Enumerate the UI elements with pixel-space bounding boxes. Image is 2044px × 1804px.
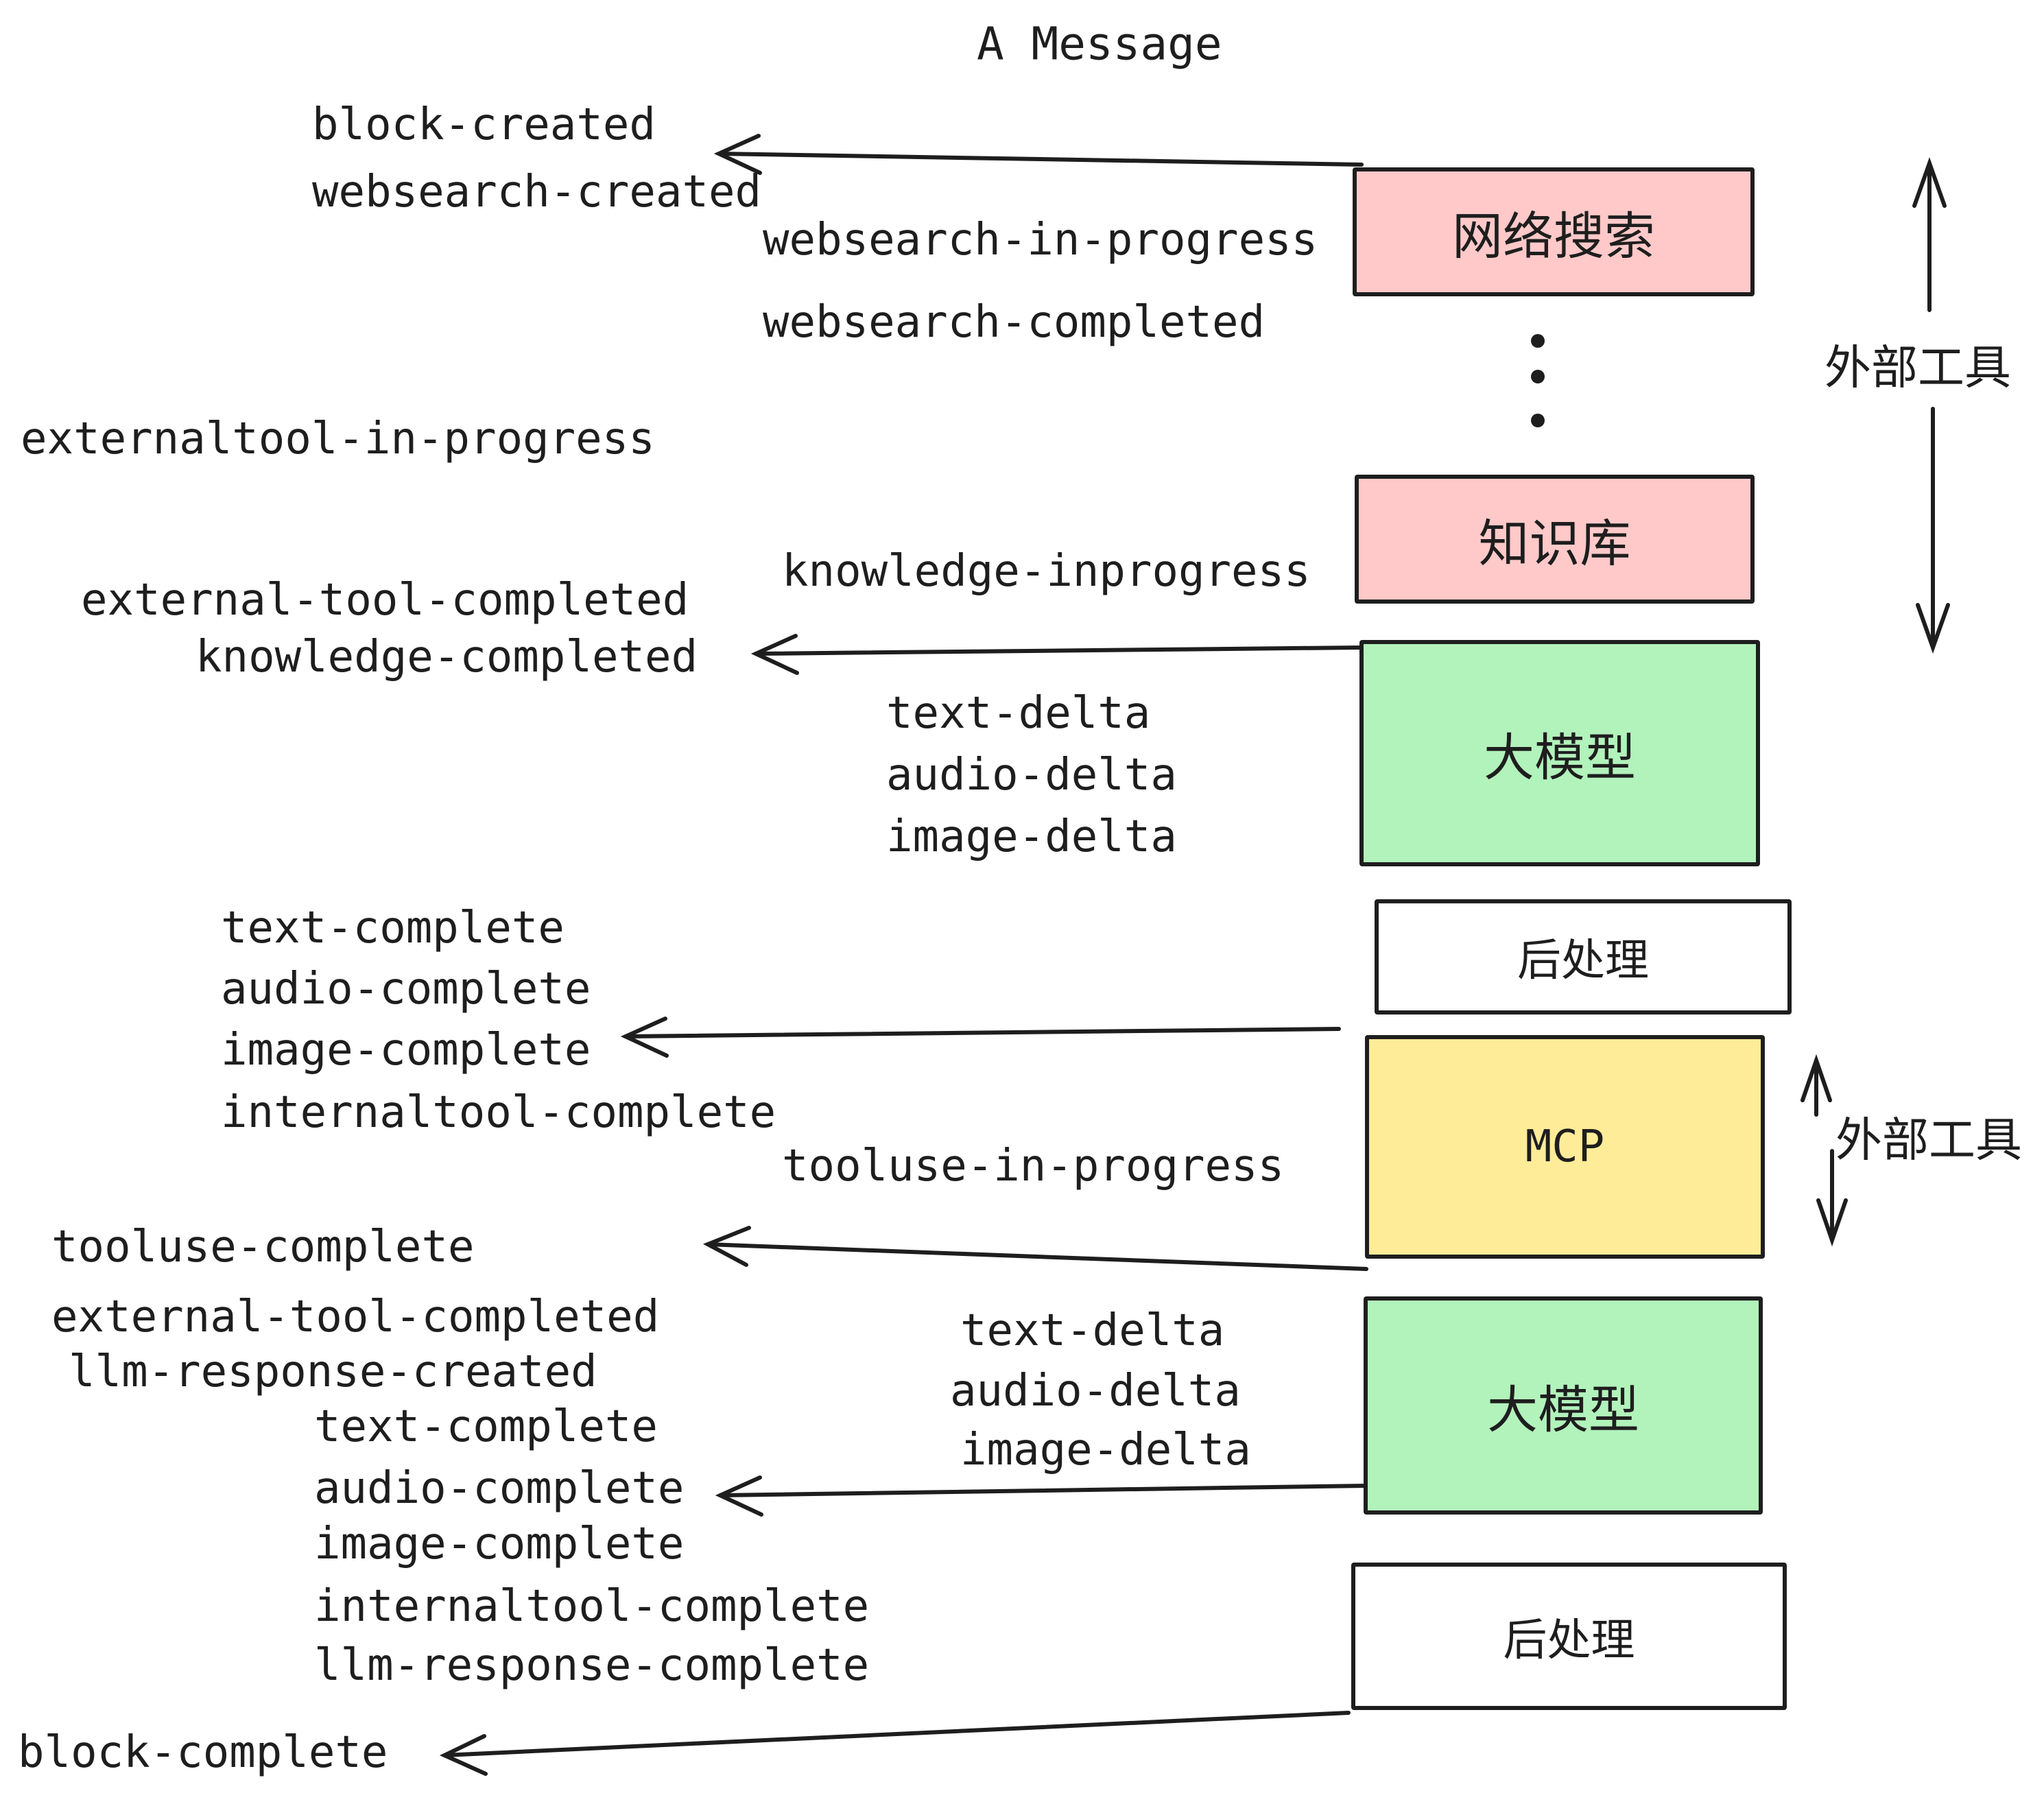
box-llm-1: 大模型 — [1359, 640, 1760, 866]
event-label-externaltool-in-progress: externaltool-in-progress — [21, 414, 655, 464]
event-label-block-created: block-created — [312, 99, 656, 150]
event-label-websearch-in-progress: websearch-in-progress — [763, 215, 1318, 265]
event-label-text-complete-2: text-complete — [314, 1401, 658, 1452]
event-label-audio-complete-2: audio-complete — [314, 1463, 685, 1514]
box-llm-2: 大模型 — [1364, 1296, 1763, 1515]
arrow-tooluse-complete — [702, 1226, 1368, 1271]
event-label-knowledge-completed: knowledge-completed — [195, 632, 698, 683]
box-websearch: 网络搜索 — [1353, 167, 1755, 296]
event-label-tooluse-in-progress: tooluse-in-progress — [782, 1141, 1285, 1191]
event-label-internaltool-complete-1: internaltool-complete — [221, 1087, 776, 1138]
arrow-audio-complete — [715, 1475, 1368, 1517]
arrow-block-complete — [439, 1711, 1351, 1776]
ellipsis-dots — [1531, 334, 1545, 427]
event-label-llm-response-created: llm-response-created — [69, 1346, 597, 1397]
box-knowledge: 知识库 — [1355, 475, 1755, 604]
event-label-llm-response-complete: llm-response-complete — [314, 1640, 870, 1691]
event-label-text-delta-1: text-delta — [886, 688, 1151, 739]
event-label-image-complete-1: image-complete — [221, 1025, 591, 1076]
event-label-internaltool-complete-2: internaltool-complete — [314, 1581, 870, 1632]
event-label-block-complete: block-complete — [18, 1727, 388, 1778]
event-label-text-complete-1: text-complete — [221, 903, 565, 953]
event-label-external-tool-completed-1: external-tool-completed — [81, 575, 689, 626]
event-label-image-delta-2: image-delta — [960, 1425, 1251, 1475]
event-label-websearch-completed: websearch-completed — [763, 297, 1265, 348]
event-label-tooluse-complete: tooluse-complete — [51, 1222, 475, 1272]
event-label-audio-delta-1: audio-delta — [886, 750, 1177, 800]
box-postprocess-2: 后处理 — [1351, 1563, 1787, 1710]
external-tools-arrow-top — [1912, 157, 1950, 654]
external-tools-arrow-bottom — [1801, 1054, 1848, 1247]
event-label-websearch-created: websearch-created — [312, 167, 762, 217]
event-label-audio-delta-2: audio-delta — [950, 1366, 1241, 1416]
diagram-title: A Message — [977, 17, 1222, 71]
arrow-knowledge-completed — [750, 634, 1364, 675]
event-label-knowledge-inprogress: knowledge-inprogress — [782, 546, 1311, 597]
arrow-image-complete — [620, 1017, 1341, 1058]
external-tools-label-top: 外部工具 — [1825, 342, 2012, 394]
event-label-text-delta-2: text-delta — [960, 1305, 1225, 1356]
box-mcp: MCP — [1365, 1035, 1765, 1259]
event-label-image-delta-1: image-delta — [886, 811, 1177, 862]
external-tools-label-bottom: 外部工具 — [1835, 1114, 2023, 1167]
box-postprocess-1: 后处理 — [1375, 899, 1792, 1014]
event-label-external-tool-completed-2: external-tool-completed — [51, 1292, 660, 1342]
event-label-audio-complete-1: audio-complete — [221, 964, 591, 1014]
arrow-websearch-created — [713, 134, 1364, 175]
event-label-image-complete-2: image-complete — [314, 1519, 685, 1569]
